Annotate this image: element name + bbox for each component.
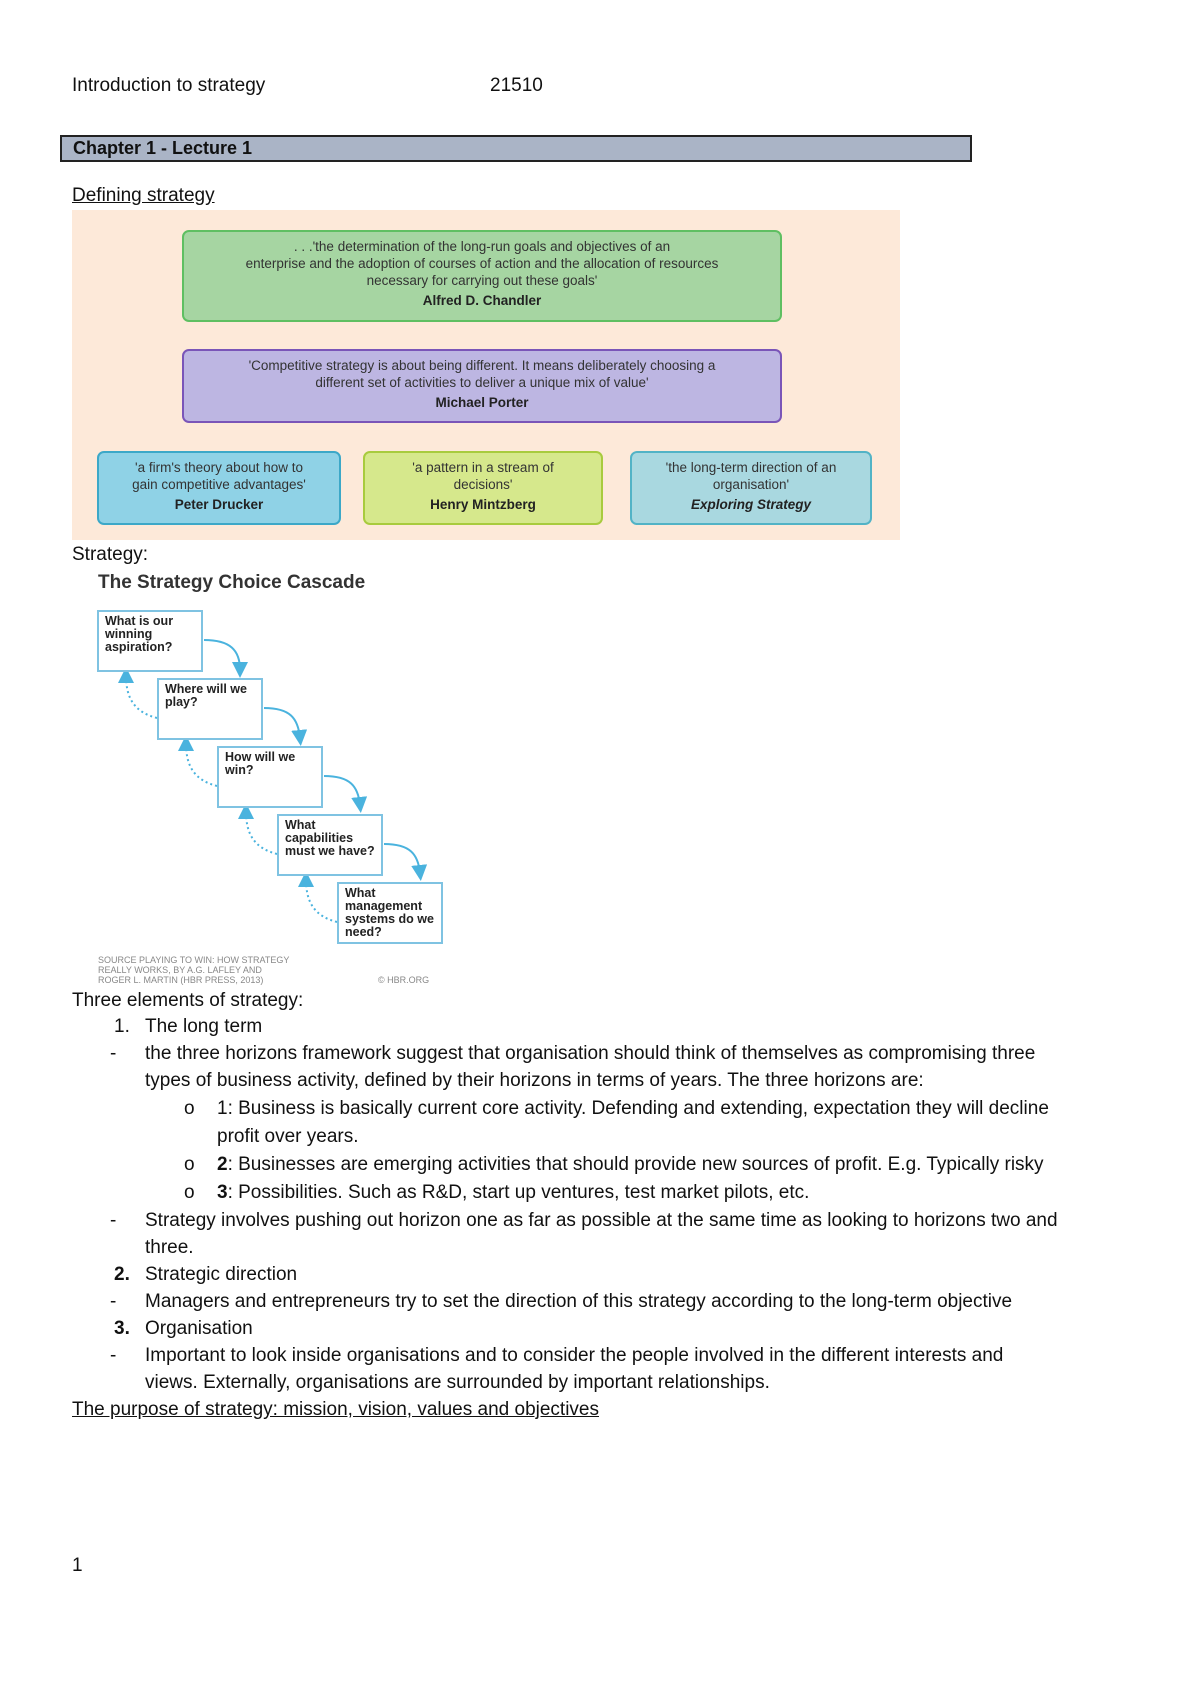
organisation-text-line2: views. Externally, organisations are sur… [145,1372,770,1393]
bullet-o: o [184,1154,195,1175]
horizon-2-text: 2: Businesses are emerging activities th… [217,1154,1044,1176]
element-strategic-direction: Strategic direction [145,1264,298,1285]
cascade-box-how-to-win: How will we win? [217,746,323,808]
bullet-dash: - [110,1043,117,1064]
cascade-arrow-down-1 [203,639,248,678]
element-long-term: The long term [145,1016,263,1037]
cascade-arrow-up-1 [118,667,158,719]
porter-author: Michael Porter [435,395,529,410]
defining-strategy-heading: Defining strategy [72,185,215,206]
exploring-strategy-definition: 'the long-term direction of an organisat… [630,451,872,525]
cascade-arrow-up-2 [178,735,218,787]
cascade-source-line3: ROGER L. MARTIN (HBR PRESS, 2013) [98,975,264,985]
bullet-dash: - [110,1345,117,1366]
chapter-heading: Chapter 1 - Lecture 1 [60,135,972,162]
horizon-2-label: 2 [217,1154,228,1175]
element-organisation: Organisation [145,1318,253,1339]
porter-definition: 'Competitive strategy is about being dif… [182,349,782,423]
chandler-definition: . . .'the determination of the long-run … [182,230,782,322]
bullet-dash: - [110,1291,117,1312]
drucker-author: Peter Drucker [174,497,264,512]
three-horizons-text-line2: types of business activity, defined by t… [145,1070,924,1091]
cascade-source-line1: SOURCE PLAYING TO WIN: HOW STRATEGY [98,955,290,965]
three-horizons-text-line1: the three horizons framework suggest tha… [145,1043,1036,1064]
list-number-2: 2. [114,1264,130,1285]
cascade-arrow-down-2 [263,707,308,746]
cascade-box-capabilities: What capabilities must we have? [277,814,383,876]
chandler-quote-line1: . . .'the determination of the long-run … [293,239,671,254]
exploring-quote-line2: organisation' [712,477,790,492]
chandler-quote-line3: necessary for carrying out these goals' [366,273,598,288]
cascade-arrow-down-4 [383,843,428,881]
mintzberg-quote-line1: 'a pattern in a stream of [412,460,554,475]
drucker-definition: 'a firm's theory about how to gain compe… [97,451,341,525]
bullet-dash: - [110,1210,117,1231]
horizon-3-text: 3: Possibilities. Such as R&D, start up … [217,1182,809,1204]
horizon-3-label: 3 [217,1182,228,1203]
cascade-source-line2: REALLY WORKS, BY A.G. LAFLEY AND [98,965,262,975]
bullet-o: o [184,1182,195,1203]
chandler-author: Alfred D. Chandler [422,293,542,308]
cascade-arrow-up-3 [238,803,278,855]
strategy-definitions-figure: . . .'the determination of the long-run … [72,210,900,540]
list-number-1: 1. [114,1016,130,1037]
mintzberg-author: Henry Mintzberg [430,497,536,512]
porter-quote-line1: 'Competitive strategy is about being dif… [248,358,716,373]
horizon-1-text: 1: Business is basically current core ac… [217,1098,1049,1120]
exploring-quote-line1: 'the long-term direction of an [665,460,837,475]
porter-quote-line2: different set of activities to deliver a… [315,375,649,390]
mintzberg-definition: 'a pattern in a stream of decisions' Hen… [363,451,603,525]
cascade-title: The Strategy Choice Cascade [98,572,366,593]
strategic-direction-text: Managers and entrepreneurs try to set th… [145,1291,1013,1312]
horizon-2-desc: : Businesses are emerging activities tha… [227,1154,1044,1175]
drucker-quote-line2: gain competitive advantages' [132,477,306,492]
horizon-1-text-line2: profit over years. [217,1126,359,1147]
horizon-strategy-text-line2: three. [145,1237,194,1258]
bullet-o: o [184,1098,195,1119]
document-title: Introduction to strategy [72,75,266,96]
three-elements-heading: Three elements of strategy: [72,990,304,1011]
horizon-3-desc: : Possibilities. Such as R&D, start up v… [227,1182,810,1203]
page-number: 1 [72,1555,83,1576]
cascade-box-where-to-play: Where will we play? [157,678,263,740]
organisation-text-line1: Important to look inside organisations a… [145,1345,1004,1366]
chandler-quote-line2: enterprise and the adoption of courses o… [245,256,719,271]
drucker-quote-line1: 'a firm's theory about how to [135,460,303,475]
exploring-author: Exploring Strategy [690,497,812,512]
horizon-1-desc: : Business is basically current core act… [227,1098,1049,1119]
course-code: 21510 [490,75,543,96]
cascade-arrow-up-4 [298,871,338,923]
strategy-label: Strategy: [72,544,149,565]
cascade-arrow-down-3 [323,775,368,813]
mintzberg-quote-line2: decisions' [453,477,513,492]
horizon-1-label: 1 [217,1098,228,1119]
horizon-strategy-text-line1: Strategy involves pushing out horizon on… [145,1210,1058,1231]
cascade-source: SOURCE PLAYING TO WIN: HOW STRATEGY REAL… [98,955,289,985]
cascade-credit: © HBR.ORG [378,975,430,985]
list-number-3: 3. [114,1318,130,1339]
cascade-box-aspiration: What is our winning aspiration? [97,610,203,672]
purpose-heading: The purpose of strategy: mission, vision… [72,1399,599,1420]
cascade-arrows [118,639,428,923]
cascade-box-management-systems: What management systems do we need? [337,882,443,944]
